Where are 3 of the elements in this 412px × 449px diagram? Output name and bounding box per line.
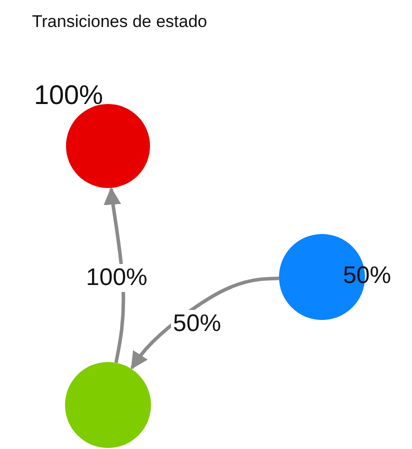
arrow: [130, 276, 280, 370]
percentage-label: 100%: [34, 80, 104, 111]
title: Transiciones de estado: [32, 12, 208, 32]
